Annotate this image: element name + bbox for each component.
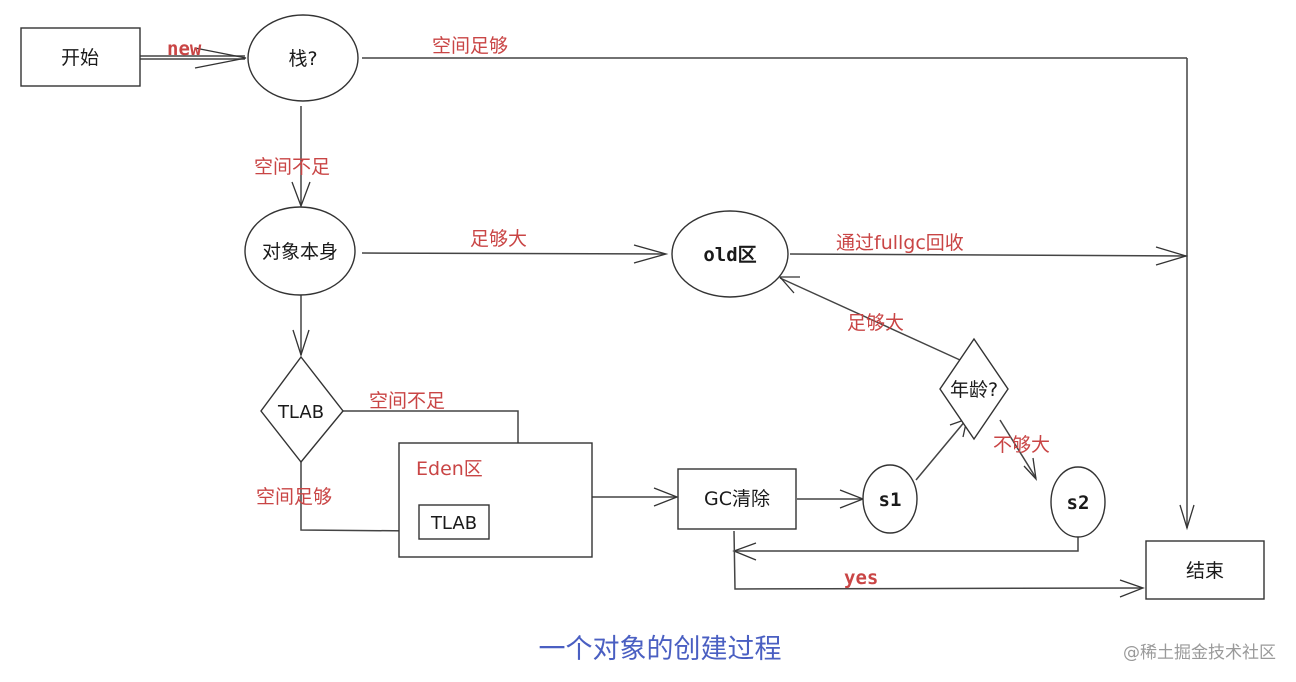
edge-stack-to-object: [291, 106, 311, 208]
node-stack: 栈?: [247, 14, 359, 102]
edge-stack-to-end: [362, 57, 1195, 531]
label-stack-insufficient: 空间不足: [254, 156, 330, 178]
node-gc-clear: GC清除: [677, 468, 797, 530]
node-start: 开始: [20, 27, 141, 87]
node-object-itself: 对象本身: [244, 206, 356, 296]
label-tlab-insufficient: 空间不足: [369, 390, 445, 412]
edge-object-to-old: [361, 244, 669, 264]
node-tlab-decision: TLAB: [260, 355, 344, 464]
node-s2: s2: [1050, 466, 1106, 538]
edge-object-to-tlab: [292, 295, 310, 358]
node-gc-clear-label: GC清除: [704, 488, 770, 510]
label-new: new: [167, 38, 202, 60]
edge-start-to-stack: [140, 47, 247, 69]
label-tlab-enough: 空间足够: [256, 486, 332, 508]
node-s2-label: s2: [1067, 492, 1090, 514]
edge-s2-to-gc: [732, 533, 1079, 561]
label-age-small: 不够大: [993, 434, 1050, 456]
label-yes: yes: [844, 567, 878, 589]
diagram-caption: 一个对象的创建过程: [539, 634, 782, 665]
edge-age-to-s2: [999, 419, 1037, 481]
node-old-label: old区: [703, 244, 756, 266]
node-tlab-box: TLAB: [418, 504, 490, 540]
node-tlab-decision-label: TLAB: [277, 402, 324, 423]
edge-old-to-end: [789, 246, 1189, 266]
node-eden: Eden区: [398, 442, 593, 558]
node-start-label: 开始: [61, 47, 99, 69]
edge-eden-to-gc: [592, 487, 679, 507]
label-object-large: 足够大: [470, 228, 527, 250]
label-stack-enough: 空间足够: [432, 35, 508, 57]
node-s1: s1: [862, 464, 918, 534]
node-age: 年龄?: [939, 337, 1009, 441]
node-eden-label: Eden区: [416, 458, 483, 480]
node-s1-label: s1: [879, 489, 902, 511]
edge-gc-to-end: [733, 530, 1145, 598]
edge-gc-to-s1: [797, 489, 865, 509]
edge-s1-to-age: [915, 417, 968, 481]
node-tlab-box-label: TLAB: [430, 513, 477, 534]
node-age-label: 年龄?: [950, 379, 998, 401]
node-stack-label: 栈?: [288, 48, 317, 70]
node-old: old区: [671, 210, 789, 298]
watermark: @稀土掘金技术社区: [1123, 643, 1276, 663]
label-fullgc-text: 通过fullgc回收: [836, 232, 964, 254]
node-object-label: 对象本身: [262, 241, 338, 263]
label-fullgc: 通过fullgc回收: [836, 232, 964, 254]
node-end: 结束: [1145, 540, 1265, 600]
label-age-large: 足够大: [847, 312, 904, 334]
node-end-label: 结束: [1186, 560, 1224, 582]
